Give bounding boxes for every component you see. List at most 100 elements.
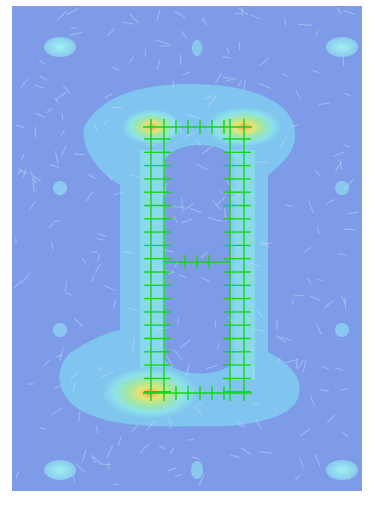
tick-mark (342, 53, 345, 67)
tick-mark (227, 317, 238, 326)
tick-mark (280, 336, 293, 342)
tick-mark (96, 425, 98, 434)
tick-mark (241, 6, 243, 16)
tick-mark (212, 200, 221, 211)
spot-5 (53, 181, 67, 195)
spot-10 (191, 461, 203, 479)
tick-mark (172, 80, 175, 89)
tick-mark (39, 75, 48, 81)
spot-4 (326, 460, 358, 480)
tick-mark (158, 444, 166, 450)
tick-mark (165, 354, 174, 368)
tick-mark (174, 473, 182, 477)
tick-mark (97, 233, 108, 238)
tick-mark (236, 422, 243, 428)
tick-mark (222, 76, 231, 79)
tick-mark (344, 92, 351, 97)
tick-mark (113, 299, 116, 310)
tick-mark (294, 474, 301, 481)
tick-mark (182, 71, 191, 76)
tick-mark (104, 93, 113, 99)
tick-mark (146, 420, 155, 431)
tick-mark (284, 17, 286, 26)
tick-mark (73, 318, 84, 327)
tick-mark (34, 84, 46, 89)
tick-mark (107, 28, 116, 36)
tick-mark (160, 248, 174, 253)
tick-mark (195, 402, 203, 407)
tick-mark (340, 295, 346, 304)
tick-mark (82, 449, 87, 462)
tick-mark (251, 403, 260, 405)
tick-mark (235, 418, 246, 428)
tick-mark (259, 83, 272, 90)
tick-mark (342, 431, 349, 438)
tick-mark (104, 389, 114, 396)
tick-mark (29, 170, 37, 184)
tick-mark (259, 242, 273, 246)
tick-mark (217, 343, 220, 350)
tick-mark (169, 419, 173, 430)
tick-mark (216, 196, 226, 206)
tick-mark (43, 359, 50, 366)
tick-mark (306, 277, 312, 284)
tick-mark (281, 72, 288, 77)
tick-mark (154, 264, 161, 271)
tick-mark (167, 417, 171, 424)
tick-mark (309, 295, 322, 302)
tick-mark (17, 168, 23, 175)
tick-mark (207, 95, 217, 107)
tick-mark (69, 32, 83, 36)
tick-mark (240, 447, 252, 456)
tick-mark (251, 14, 260, 20)
tick-mark (326, 198, 335, 205)
tick-mark (187, 439, 194, 441)
tick-mark (344, 178, 354, 190)
tick-mark (104, 285, 116, 291)
tick-mark (347, 211, 359, 215)
tick-mark (32, 178, 35, 193)
tick-mark (251, 328, 265, 332)
tick-mark (285, 204, 293, 208)
tick-mark (155, 39, 169, 45)
tick-mark (343, 47, 350, 52)
tick-mark (222, 55, 231, 59)
tick-mark (160, 270, 173, 272)
spot-1 (44, 37, 76, 57)
tick-mark (259, 57, 270, 66)
tick-mark (54, 97, 59, 104)
tick-mark (139, 443, 150, 454)
tick-mark (314, 28, 320, 36)
spot-9 (192, 40, 202, 56)
tick-mark (93, 123, 98, 131)
tick-mark (293, 294, 304, 297)
tick-mark (309, 395, 316, 408)
tick-mark (326, 414, 336, 424)
tick-mark (78, 411, 81, 422)
tick-mark (156, 9, 161, 22)
tick-mark (15, 238, 17, 245)
tick-mark (201, 146, 213, 155)
tick-mark (60, 145, 67, 157)
tick-mark (16, 124, 25, 129)
tick-mark (122, 250, 133, 255)
tick-mark (72, 474, 76, 483)
tick-mark (128, 307, 139, 312)
tick-mark (336, 7, 342, 15)
tick-mark (276, 356, 281, 363)
tick-mark (311, 69, 320, 74)
tick-mark (102, 119, 109, 126)
tick-mark (62, 85, 71, 94)
tick-mark (185, 364, 190, 377)
tick-mark (226, 77, 237, 82)
tick-mark (167, 271, 175, 275)
spot-7 (53, 323, 67, 337)
tick-mark (15, 470, 20, 479)
tick-mark (198, 474, 205, 487)
tick-mark (85, 191, 93, 203)
tick-mark (176, 392, 181, 407)
tick-mark (252, 368, 255, 379)
tick-mark (299, 458, 304, 469)
tick-mark (152, 112, 156, 120)
tick-mark (186, 113, 200, 119)
